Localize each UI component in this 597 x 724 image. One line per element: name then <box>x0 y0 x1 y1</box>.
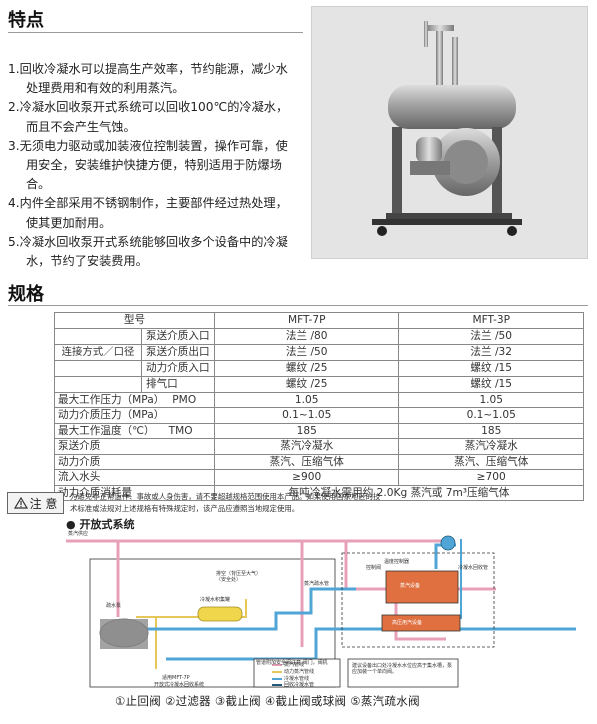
spec-value: 0.1~1.05 <box>398 407 584 424</box>
spec-value: ≥700 <box>398 469 584 486</box>
spec-label: 流入水头 <box>54 469 215 486</box>
notice-text: 为避免非正常运作、事故或人身伤害，请不要超越规格范围使用本产品。如果使用国家地区… <box>70 492 381 513</box>
spec-value: 蒸汽冷凝水 <box>213 438 400 455</box>
table-row: 连接方式／口径 泵送介质出口 法兰 /50 法兰 /32 <box>54 343 584 361</box>
spec-title: 规格 <box>8 284 44 305</box>
spec-table: 型号 MFT-7P MFT-3P 泵送介质入口 法兰 /80 法兰 /50 连接… <box>54 312 585 501</box>
features-list: 1.回收冷凝水可以提高生产效率，节约能源，减少水处理费用和有效的利用蒸汽。 2.… <box>8 60 298 271</box>
feature-item-1: 1.回收冷凝水可以提高生产效率，节约能源，减少水处理费用和有效的利用蒸汽。 <box>8 62 288 96</box>
spec-value: 蒸汽、压缩气体 <box>213 453 400 470</box>
label-pump-desc: 开放式冷凝水回收系统 <box>154 682 205 688</box>
table-row: 排气口 螺纹 /25 螺纹 /15 <box>54 375 584 393</box>
spec-header-col2: MFT-3P <box>398 312 584 329</box>
table-row: 最大工作压力（MPa）PMO 1.05 1.05 <box>54 391 584 408</box>
label-vent: 排空（背压至大气）（安全处） <box>216 571 262 583</box>
table-row: 动力介质入口 螺纹 /25 螺纹 /15 <box>54 359 584 377</box>
table-row: 最大工作温度（℃）TMO 185 185 <box>54 422 584 439</box>
spec-value: 法兰 /50 <box>213 343 400 361</box>
bullet-icon: ● <box>66 518 76 531</box>
table-row: 动力介质 蒸汽、压缩气体 蒸汽、压缩气体 <box>54 453 584 470</box>
legend-motive: 动力蒸汽管线 <box>284 669 315 675</box>
spec-value: 螺纹 /25 <box>213 375 400 393</box>
spec-label: 最大工作压力（MPa）PMO <box>54 391 215 408</box>
table-row: 型号 MFT-7P MFT-3P <box>54 312 584 329</box>
features-title: 特点 <box>8 10 44 31</box>
spec-conn-outlet: 泵送介质出口 <box>146 345 210 358</box>
table-row: 流入水头 ≥900 ≥700 <box>54 469 584 486</box>
valve-legend: ①止回阀 ②过滤器 ③截止阀 ④截止阀或球阀 ⑤蒸汽疏水阀 <box>115 694 420 708</box>
table-row: 泵送介质入口 法兰 /80 法兰 /50 <box>54 327 584 345</box>
spec-conn-group: 连接方式／口径 <box>55 344 142 360</box>
spec-value: 蒸汽冷凝水 <box>398 438 584 455</box>
spec-value: 蒸汽、压缩气体 <box>398 453 584 470</box>
label-pump: 疏水泵 <box>106 603 122 609</box>
spec-value: 每吨冷凝水需用约 2.0Kg 蒸汽或 7m³压缩气体 <box>213 484 585 501</box>
spec-header-model: 型号 <box>54 312 215 329</box>
spec-label: 最大工作温度（℃）TMO <box>54 422 215 439</box>
spec-label: 泵送介质 <box>54 438 215 455</box>
label-condensate-tank: 冷凝水积集罐 <box>200 597 231 603</box>
table-row: 动力介质消耗量 每吨冷凝水需用约 2.0Kg 蒸汽或 7m³压缩气体 <box>54 484 585 501</box>
spec-label: 动力介质 <box>54 453 215 470</box>
label-install-note: 建议设备出口处冷凝水水位应高于集水槽，泵应加装一个单向阀。 <box>352 663 453 675</box>
table-row: 动力介质压力（MPa） 0.1~1.05 0.1~1.05 <box>54 407 584 424</box>
label-steam-supply: 蒸汽供应 <box>68 531 89 537</box>
legend-steam: 蒸汽管线 <box>284 662 305 668</box>
feature-item-5: 5.冷凝水回收泵开式系统能够回收多个设备中的冷凝水，节约了安装费用。 <box>8 234 288 269</box>
spec-value: 185 <box>398 422 584 439</box>
label-steam-equipment: 蒸汽设备 <box>400 583 421 589</box>
spec-value: 法兰 /32 <box>398 343 584 361</box>
spec-value: 法兰 /50 <box>398 327 584 345</box>
pump-unit-image <box>372 21 522 236</box>
spec-conn-vent: 排气口 <box>146 377 178 390</box>
feature-item-4: 4.内件全部采用不锈钢制作，主要部件经过热处理，使其更加耐用。 <box>8 196 288 230</box>
label-high-pressure-equipment: 高压用汽设备 <box>392 620 423 626</box>
spec-label: 动力介质压力（MPa） <box>54 407 215 424</box>
features-divider <box>8 32 303 33</box>
system-diagram-svg <box>66 535 576 688</box>
spec-conn-motive: 动力介质入口 <box>146 361 210 374</box>
spec-value: 0.1~1.05 <box>213 407 400 424</box>
spec-value: 185 <box>213 422 400 439</box>
spec-value: 法兰 /80 <box>213 327 400 345</box>
table-row: 泵送介质 蒸汽冷凝水 蒸汽冷凝水 <box>54 438 584 455</box>
spec-value: 1.05 <box>398 391 584 408</box>
product-photo <box>311 6 588 259</box>
spec-value: ≥900 <box>213 469 400 486</box>
legend-condensate: 冷凝水管线 <box>284 676 310 682</box>
spec-value: 1.05 <box>213 391 400 408</box>
label-recover-tank: 冷凝水回收管 <box>458 565 489 571</box>
spec-divider <box>8 305 588 306</box>
spec-value: 螺纹 /15 <box>398 359 584 377</box>
spec-label: 动力介质消耗量 <box>54 484 215 501</box>
label-control-valve: 控制阀 <box>366 565 382 571</box>
notice-label: 注 意 <box>29 496 58 511</box>
spec-value: 螺纹 /25 <box>213 359 400 377</box>
warning-icon <box>13 497 28 509</box>
spec-value: 螺纹 /15 <box>398 375 584 393</box>
spec-conn-cell: 泵送介质入口 <box>54 327 215 345</box>
system-title: ● 开放式系统 <box>66 518 135 531</box>
label-steam-trap-pipe: 蒸汽疏水管 <box>304 581 330 587</box>
label-temp-ctrl: 温度控制器 <box>384 559 410 565</box>
notice-badge: 注 意 <box>7 492 64 514</box>
feature-item-2: 2.冷凝水回收泵开式系统可以回收100℃的冷凝水，而且不会产生气蚀。 <box>8 100 289 134</box>
label-pump-model: 适用MFT-7P <box>162 675 190 681</box>
spec-conn-inlet: 泵送介质入口 <box>146 329 210 342</box>
spec-header-col1: MFT-7P <box>213 312 400 329</box>
system-diagram: 蒸汽供应 冷凝水回收管 排空（背压至大气）（安全处） 冷凝水积集罐 疏水泵 适用… <box>66 529 591 689</box>
legend-recovery: 回收冷凝水管 <box>284 682 315 688</box>
feature-item-3: 3.无须电力驱动或加装液位控制装置，操作可靠，使用安全，安装维护快捷方便，特别适… <box>8 138 288 192</box>
label-mpa-note: 管道附加安全阀注意,阀门，阀机 <box>256 660 328 666</box>
